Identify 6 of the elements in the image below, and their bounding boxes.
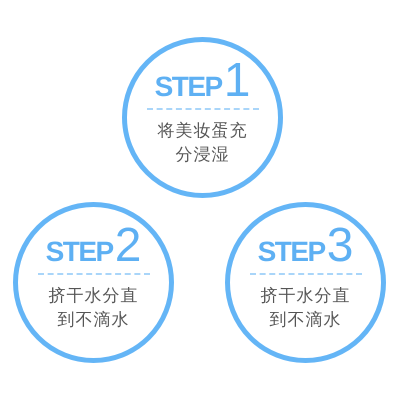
step-heading: STEP3 <box>258 228 354 270</box>
step-description: 挤干水分直到不滴水 <box>260 285 352 332</box>
step-description: 将美妆蛋充分浸湿 <box>156 120 248 167</box>
step-description: 挤干水分直到不滴水 <box>48 285 140 332</box>
step-heading: STEP1 <box>154 63 250 105</box>
step-heading: STEP2 <box>46 228 142 270</box>
